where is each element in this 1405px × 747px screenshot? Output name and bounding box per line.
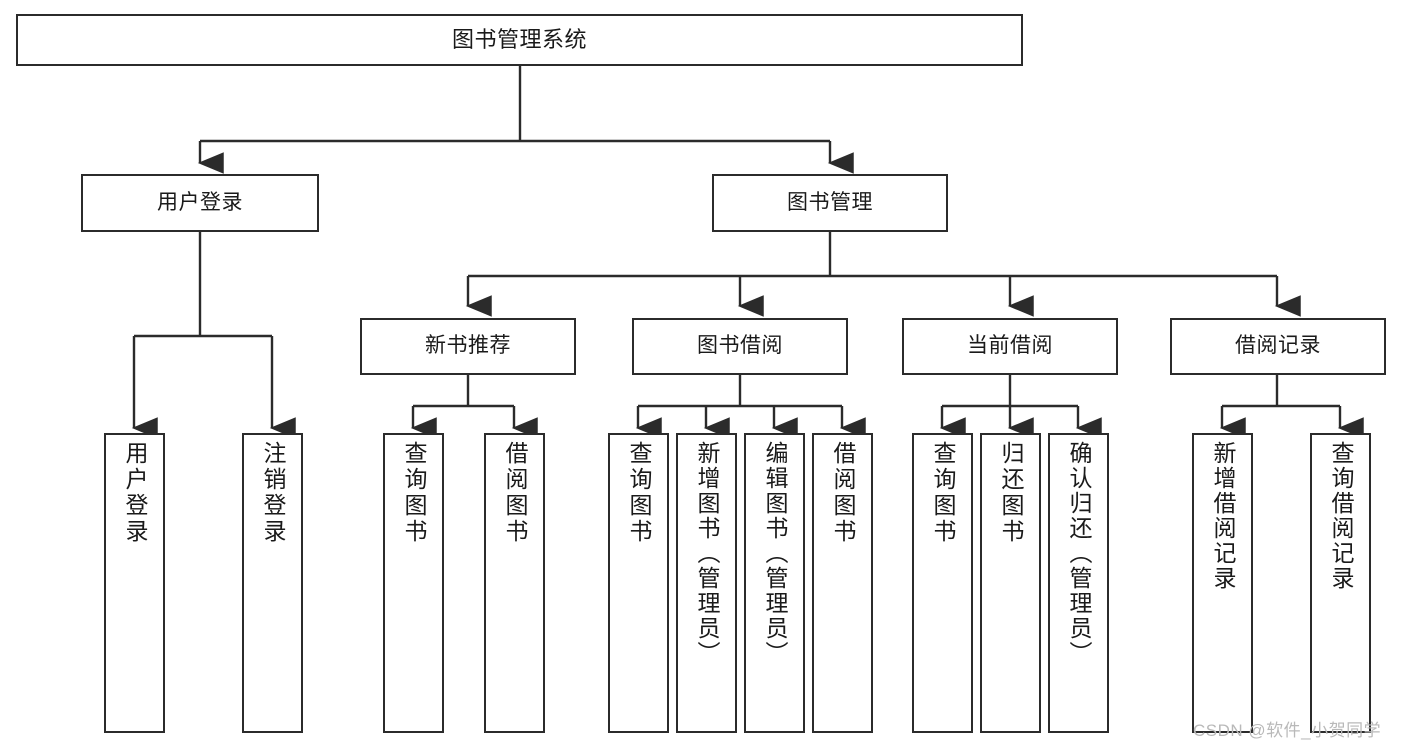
node-user-login[interactable]: 用户登录 [81, 174, 319, 232]
leaf-borrow-add-book-admin-label: 新增图书（管理员） [694, 441, 720, 666]
leaf-user-login-login-label: 用户登录 [122, 441, 148, 545]
leaf-current-confirm-return-admin[interactable]: 确认归还（管理员） [1048, 433, 1109, 733]
node-current-borrow[interactable]: 当前借阅 [902, 318, 1118, 375]
node-current-borrow-label: 当前借阅 [967, 334, 1053, 358]
node-user-login-label: 用户登录 [157, 190, 243, 214]
node-new-book-recommend[interactable]: 新书推荐 [360, 318, 576, 375]
csdn-watermark: CSDN @软件_小贺同学 [1193, 721, 1382, 740]
node-book-manage[interactable]: 图书管理 [712, 174, 948, 232]
leaf-record-add-record-label: 新增借阅记录 [1210, 441, 1236, 591]
node-book-borrow[interactable]: 图书借阅 [632, 318, 848, 375]
node-book-borrow-label: 图书借阅 [697, 334, 783, 358]
leaf-user-login-login[interactable]: 用户登录 [104, 433, 165, 733]
leaf-current-query-book-label: 查询图书 [930, 441, 956, 545]
leaf-user-login-logout[interactable]: 注销登录 [242, 433, 303, 733]
leaf-borrow-borrow-book[interactable]: 借阅图书 [812, 433, 873, 733]
leaf-record-add-record[interactable]: 新增借阅记录 [1192, 433, 1253, 733]
leaf-new-book-query-label: 查询图书 [401, 441, 427, 545]
leaf-borrow-edit-book-admin-label: 编辑图书（管理员） [762, 441, 788, 666]
leaf-borrow-add-book-admin[interactable]: 新增图书（管理员） [676, 433, 737, 733]
node-borrow-record[interactable]: 借阅记录 [1170, 318, 1386, 375]
node-root-label: 图书管理系统 [451, 27, 587, 53]
leaf-borrow-query-book-label: 查询图书 [626, 441, 652, 545]
node-borrow-record-label: 借阅记录 [1235, 334, 1321, 358]
leaf-current-query-book[interactable]: 查询图书 [912, 433, 973, 733]
leaf-borrow-query-book[interactable]: 查询图书 [608, 433, 669, 733]
leaf-borrow-edit-book-admin[interactable]: 编辑图书（管理员） [744, 433, 805, 733]
node-root[interactable]: 图书管理系统 [16, 14, 1023, 66]
leaf-new-book-query[interactable]: 查询图书 [383, 433, 444, 733]
leaf-new-book-borrow[interactable]: 借阅图书 [484, 433, 545, 733]
leaf-new-book-borrow-label: 借阅图书 [502, 441, 528, 545]
leaf-current-return-book-label: 归还图书 [998, 441, 1024, 545]
node-new-book-recommend-label: 新书推荐 [425, 334, 511, 358]
leaf-current-confirm-return-admin-label: 确认归还（管理员） [1066, 441, 1092, 666]
node-book-manage-label: 图书管理 [787, 190, 873, 214]
leaf-current-return-book[interactable]: 归还图书 [980, 433, 1041, 733]
leaf-user-login-logout-label: 注销登录 [260, 441, 286, 545]
leaf-record-query-record-label: 查询借阅记录 [1328, 441, 1354, 591]
leaf-borrow-borrow-book-label: 借阅图书 [830, 441, 856, 545]
leaf-record-query-record[interactable]: 查询借阅记录 [1310, 433, 1371, 733]
